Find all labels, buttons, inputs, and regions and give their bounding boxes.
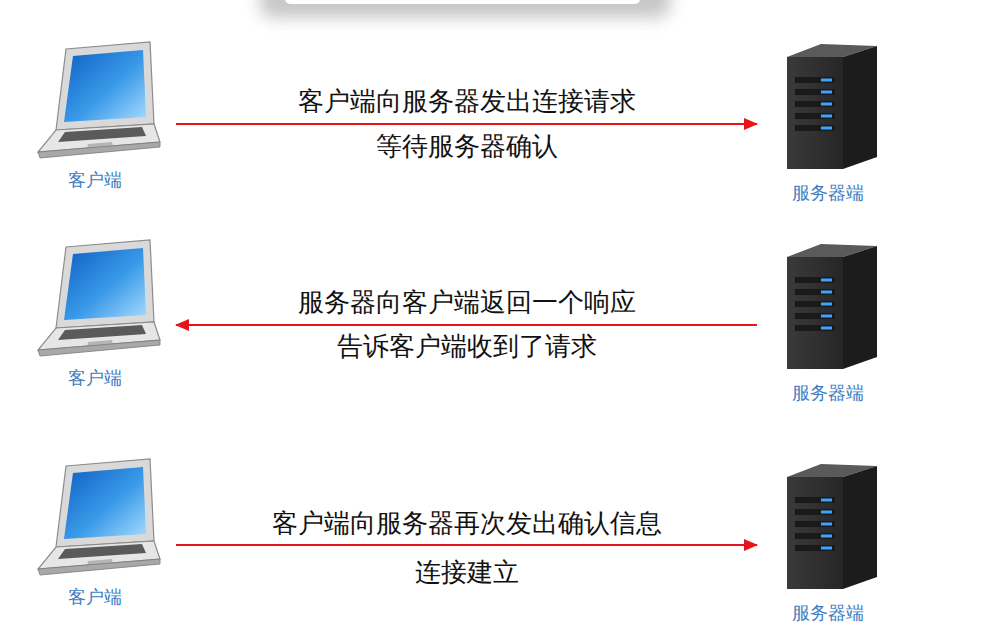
laptop-lid	[56, 240, 154, 328]
step-note: 等待服务器确认	[376, 131, 558, 161]
client-node: 客户端	[14, 452, 176, 612]
server-led	[821, 279, 832, 282]
arrow-connector	[176, 123, 757, 125]
server-node: 服务器端	[757, 35, 899, 208]
node-label: 服务器端	[757, 602, 899, 624]
server-bay	[795, 509, 835, 515]
server-side	[843, 466, 877, 589]
arrow-connector	[176, 324, 757, 326]
server-node: 服务器端	[757, 235, 899, 408]
server-bay	[795, 497, 835, 503]
node-label: 客户端	[14, 169, 176, 191]
server-led	[821, 291, 832, 294]
server-icon	[763, 37, 893, 172]
node-label: 服务器端	[757, 182, 899, 204]
server-led	[821, 103, 832, 106]
server-led	[821, 315, 832, 318]
server-icon	[763, 457, 893, 592]
panel-edge	[285, 0, 640, 4]
server-bay	[795, 125, 835, 131]
laptop-keyboard	[58, 544, 146, 559]
edge-label: 服务器向客户端返回一个响应	[298, 287, 636, 317]
server-bay	[795, 77, 835, 83]
server-led	[821, 547, 832, 550]
client-node: 客户端	[14, 233, 176, 393]
server-bay	[795, 313, 835, 319]
server-icon	[763, 237, 893, 372]
server-led	[821, 303, 832, 306]
laptop-edge	[38, 559, 160, 575]
server-led	[821, 115, 832, 118]
step-note: 告诉客户端收到了请求	[337, 331, 597, 361]
server-bay	[795, 533, 835, 539]
server-bay	[795, 101, 835, 107]
server-led	[821, 523, 832, 526]
server-bay	[795, 545, 835, 551]
server-bay	[795, 289, 835, 295]
server-bay	[795, 301, 835, 307]
server-bay	[795, 113, 835, 119]
server-led	[821, 127, 832, 130]
client-node: 客户端	[14, 35, 176, 195]
server-led	[821, 79, 832, 82]
server-led	[821, 499, 832, 502]
laptop-icon	[20, 40, 170, 165]
server-side	[843, 46, 877, 169]
server-led	[821, 535, 832, 538]
server-led	[821, 91, 832, 94]
edge-label: 客户端向服务器再次发出确认信息	[272, 508, 662, 538]
laptop-lid	[56, 459, 154, 547]
server-bay	[795, 521, 835, 527]
server-node: 服务器端	[757, 455, 899, 628]
server-front	[787, 477, 843, 589]
laptop-edge	[38, 142, 160, 158]
laptop-screen	[64, 50, 146, 122]
server-front	[787, 257, 843, 369]
server-bay	[795, 325, 835, 331]
laptop-edge	[38, 340, 160, 356]
laptop-screen	[64, 248, 146, 320]
node-label: 服务器端	[757, 382, 899, 404]
server-front	[787, 57, 843, 169]
laptop-icon	[20, 457, 170, 582]
laptop-icon	[20, 238, 170, 363]
node-label: 客户端	[14, 586, 176, 608]
server-bay	[795, 277, 835, 283]
arrow-connector	[176, 544, 757, 546]
shadow-blur	[260, 0, 670, 18]
step-note: 连接建立	[415, 557, 519, 587]
edge-label: 客户端向服务器发出连接请求	[298, 86, 636, 116]
laptop-lid	[56, 42, 154, 130]
laptop-keyboard	[58, 325, 146, 340]
node-label: 客户端	[14, 367, 176, 389]
server-bay	[795, 89, 835, 95]
laptop-screen	[64, 467, 146, 539]
server-led	[821, 327, 832, 330]
laptop-keyboard	[58, 127, 146, 142]
server-led	[821, 511, 832, 514]
server-side	[843, 246, 877, 369]
